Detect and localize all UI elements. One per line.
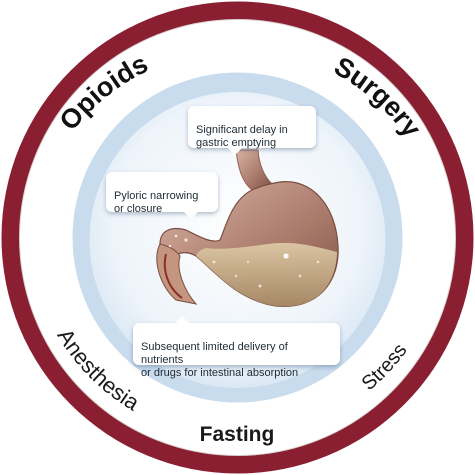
- callout-nutrient-delivery-text: Subsequent limited delivery of nutrients…: [141, 341, 299, 379]
- callout-gastric-emptying-text: Significant delay in gastric emptying: [196, 124, 288, 149]
- factor-fasting: Fasting: [200, 423, 275, 446]
- callout-pointer: [175, 316, 189, 323]
- callout-nutrient-delivery: Subsequent limited delivery of nutrients…: [133, 316, 340, 379]
- callout-gastric-emptying: Significant delay in gastric emptying: [188, 106, 316, 155]
- callout-pyloric-narrowing-text: Pyloric narrowing or closure: [114, 190, 199, 215]
- callout-pointer: [184, 212, 198, 219]
- stomach-illustration: [156, 149, 339, 307]
- callout-pyloric-narrowing: Pyloric narrowing or closure: [106, 172, 218, 219]
- callout-pointer: [228, 148, 242, 155]
